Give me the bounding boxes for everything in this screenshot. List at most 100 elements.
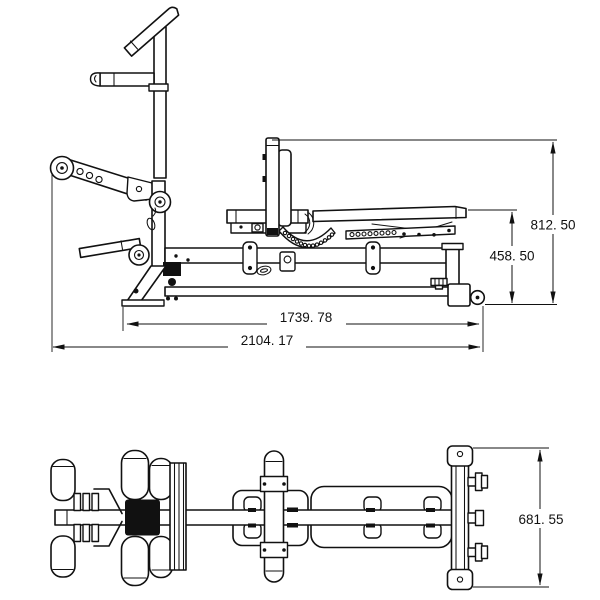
rail-bolt: [174, 254, 178, 258]
rear-post-cap: [441, 242, 464, 251]
chain-link: [256, 265, 272, 276]
front-clamp-bolt: [168, 278, 176, 286]
upright-capsule: [263, 450, 285, 583]
pad-link-strap: [303, 212, 315, 235]
clamp-bolt: [282, 482, 286, 486]
beam-bolt: [248, 508, 256, 512]
rack-bolt: [447, 228, 451, 233]
wheel-hub: [480, 545, 489, 560]
spacer: [73, 492, 82, 512]
rack-bolt: [432, 233, 436, 237]
roller: [50, 535, 76, 578]
wheel-hub: [480, 474, 489, 489]
roller: [50, 458, 76, 502]
beam-bolt: [248, 523, 256, 528]
beam-bolt: [426, 523, 435, 528]
pulley-mid-axle: [158, 200, 162, 204]
chin-bar: [99, 72, 155, 87]
seat-uprights: [262, 137, 292, 237]
chin-bar-hook: [89, 72, 101, 87]
foam-rollers: [50, 449, 174, 587]
roller: [148, 535, 174, 579]
foot-bolt: [174, 296, 178, 301]
clamp-bolt: [282, 548, 286, 552]
lat-arm: [123, 6, 180, 57]
arc-chain-holes: [282, 230, 335, 249]
base-rail: [164, 286, 453, 297]
arm-hole: [85, 171, 94, 180]
cable-hook: [146, 217, 156, 231]
dim-overall-width: 681. 55: [518, 512, 563, 527]
top-dimensions: 681. 55: [473, 447, 569, 588]
foot-hole: [456, 450, 464, 458]
beam-bolt: [366, 523, 375, 528]
spacer: [82, 492, 91, 512]
strap-hole: [247, 245, 253, 250]
clamp-bolt: [262, 482, 267, 486]
tube-base: [267, 228, 278, 235]
pointer-mark: [93, 520, 123, 547]
arm-hole: [76, 167, 84, 176]
clamp-bolt: [262, 548, 267, 552]
upright-front-tube: [265, 137, 280, 237]
hook-curl: [93, 74, 97, 83]
leg-developer: [49, 155, 172, 272]
rear-foot-block: [447, 283, 471, 307]
handle-cap: [120, 240, 124, 250]
pointer-mark: [93, 488, 123, 515]
center-stub-end: [474, 509, 485, 527]
rack-holes: [349, 229, 397, 238]
side-view: 812. 50 458. 50 1739. 78 2104. 17: [49, 6, 580, 352]
lat-arm-endcap: [129, 40, 139, 50]
front-brace: [126, 265, 167, 302]
pulley-low-axle: [137, 253, 141, 257]
upright-clamp: [259, 541, 289, 559]
chain-link-inner: [259, 268, 269, 273]
stabilizer-bar: [450, 446, 470, 589]
roller: [148, 457, 174, 501]
roller: [120, 449, 150, 501]
post-bracket: [148, 83, 169, 92]
rear-post: [445, 246, 460, 286]
tube-pin: [262, 154, 266, 160]
dim-mask: [526, 215, 580, 234]
spacer: [82, 523, 91, 543]
rack-bolt: [402, 232, 406, 236]
lat-tower-post: [153, 26, 167, 179]
clamp-plate: [287, 507, 298, 512]
front-clamp: [163, 262, 181, 276]
strap-hole: [370, 245, 376, 250]
roller: [120, 535, 150, 587]
spacer: [91, 492, 100, 512]
dim-overall-height: 812. 50: [530, 218, 575, 233]
spacer: [73, 523, 82, 543]
knob-stem: [434, 284, 444, 290]
rear-support: [430, 242, 486, 307]
top-view: 681. 55: [50, 445, 569, 591]
tube-pin: [262, 176, 266, 182]
hanger-strap: [242, 241, 258, 275]
upright-clamp: [259, 475, 289, 493]
dim-mask: [513, 509, 569, 528]
back-pad: [312, 205, 467, 223]
cable-hook-tail: [152, 207, 157, 217]
back-assembly: [312, 205, 467, 240]
dim-overall-length: 2104. 17: [241, 333, 294, 348]
dim-frame-length: 1739. 78: [280, 310, 333, 325]
clamp-plate: [287, 523, 298, 528]
side-dimensions: 812. 50 458. 50 1739. 78 2104. 17: [52, 139, 580, 352]
foot-bolt: [166, 296, 170, 301]
arc-tab-hole: [283, 255, 292, 264]
pulley-top-axle: [60, 166, 64, 170]
seat-mount-hole: [254, 224, 261, 231]
arm-hole: [95, 175, 103, 184]
dim-mask: [228, 336, 306, 349]
dim-pad-height: 458. 50: [489, 249, 534, 264]
brace-bolt: [133, 288, 139, 294]
beam-bolt: [366, 508, 375, 512]
hanger-strap: [365, 241, 381, 275]
dim-mask: [267, 313, 346, 326]
pivot-plate-hole: [135, 185, 143, 193]
